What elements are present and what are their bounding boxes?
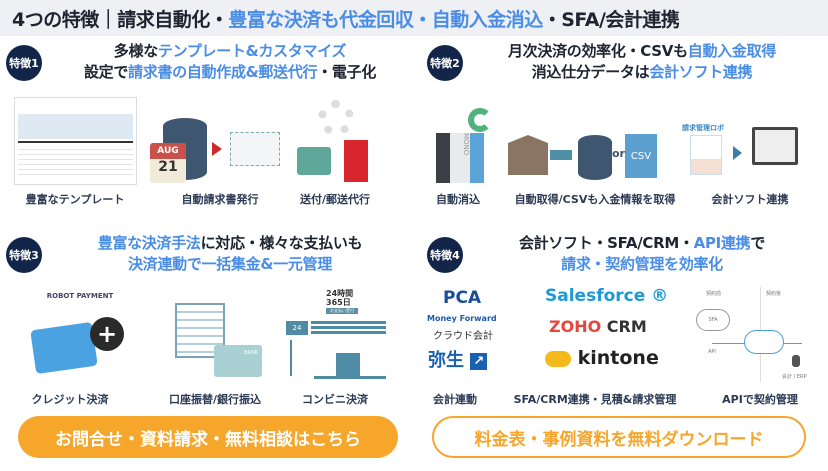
- feature-title-segment: 請求書の自動作成&郵送代行: [128, 63, 318, 81]
- mono-reconcile-image: MONO: [436, 133, 486, 183]
- title-prefix: 4つの特徴｜請求自動化・: [12, 8, 229, 31]
- feature-title-segment: ・電子化: [317, 63, 377, 81]
- cloud-kaikei-logo: クラウド会計: [433, 331, 493, 342]
- pricing-download-button[interactable]: 料金表・事例資料を無料ダウンロード: [432, 416, 806, 458]
- store-number: 24: [286, 321, 308, 335]
- feature-title-segment: 請求・契約管理を効率化: [561, 255, 723, 273]
- after-label: 契約後: [766, 291, 782, 297]
- feature-caption: SFA/CRM連携・見積&請求管理: [513, 393, 677, 406]
- feature-title-segment: 会計ソフト連携: [649, 63, 753, 81]
- monitor-icon: [752, 127, 798, 165]
- postbox-icon: [344, 140, 368, 182]
- feature-title-segment: 月次決済の効率化・CSVも: [507, 42, 688, 60]
- arrow-right-icon: [733, 146, 742, 160]
- gear-icon: [318, 100, 354, 136]
- page-title: 4つの特徴｜請求自動化・豊富な決済も代金回収・自動入金消込・SFA/会計連携: [0, 0, 828, 36]
- feature-caption: 自動取得/CSVも入金情報を取得: [514, 193, 676, 206]
- salesforce-logo: Salesforce ®: [545, 286, 669, 306]
- yayoi-logo: 弥生 ↗: [428, 346, 488, 372]
- sfa-cloud: SFA: [696, 309, 730, 331]
- feature-title-segment: に対応・様々な支払いも: [200, 234, 363, 252]
- invoice-template-image: [14, 97, 137, 185]
- feature-caption: 会計連動: [433, 393, 477, 406]
- erp-label: 会計 / ERP: [782, 374, 807, 380]
- feature-title-segment: 豊富な決済手法: [97, 234, 201, 252]
- before-label: 契約前: [706, 291, 722, 297]
- arrow-right-icon: [212, 142, 222, 156]
- hours-text: 24時間: [326, 289, 354, 298]
- feature-badge: 特徴4: [427, 237, 463, 273]
- feature-caption: クレジット決済: [31, 393, 109, 406]
- bank-card-icon: BANK: [214, 345, 262, 377]
- robot-payment-logo: ROBOT PAYMENT: [46, 292, 114, 300]
- or-label: or: [612, 147, 625, 160]
- zoho-crm-logo: ZOHO CRM: [549, 317, 647, 336]
- plus-icon: +: [90, 317, 124, 351]
- feature-caption: コンビニ決済: [302, 393, 368, 406]
- feature-caption: 口座振替/銀行振込: [168, 393, 262, 406]
- feature-title-segment: 決済連動で一括集金&一元管理: [128, 255, 332, 273]
- mono-label: MONO: [450, 133, 470, 183]
- pca-logo: PCA: [443, 288, 482, 308]
- feature-caption: 送付/郵送代行: [299, 193, 371, 206]
- feature-badge: 特徴2: [427, 45, 463, 81]
- store-sign: お支払い受付: [326, 308, 358, 314]
- kintone-text: kintone: [577, 347, 659, 369]
- envelope-icon: [230, 132, 280, 166]
- title-suffix: ・SFA/会計連携: [542, 8, 680, 31]
- moneyforward-logo: Money Forward: [427, 314, 497, 323]
- bank-building-icon: [508, 135, 548, 175]
- days-text: 365日: [326, 298, 351, 307]
- feature-caption: 豊富なテンプレート: [25, 193, 125, 206]
- database-icon: [578, 135, 612, 180]
- refresh-icon: [468, 108, 492, 132]
- arrow-right-icon: [550, 150, 572, 160]
- zoho-text: ZOHO: [549, 317, 602, 336]
- feature-caption: 自動消込: [436, 193, 480, 206]
- feature-title-segment: API連携: [693, 234, 751, 252]
- feature-title: 豊富な決済手法に対応・様々な支払いも決済連動で一括集金&一元管理: [40, 233, 420, 275]
- feature-caption: 自動請求書発行: [181, 193, 259, 206]
- crm-text: CRM: [606, 317, 647, 336]
- feature-title-segment: 多様な: [113, 42, 158, 60]
- yayoi-text: 弥生: [428, 350, 464, 371]
- calendar-month: AUG: [150, 143, 186, 159]
- api-diagram: 契約前 契約後 SFA API 会計 / ERP: [694, 287, 814, 387]
- feature-title: 月次決済の効率化・CSVも自動入金取得消込仕分データは会計ソフト連携: [462, 41, 822, 83]
- csv-file-icon: CSV: [625, 134, 657, 178]
- feature-title: 多様なテンプレート&カスタマイズ設定で請求書の自動作成&郵送代行・電子化: [40, 41, 420, 83]
- mail-icon: [297, 147, 331, 175]
- calendar-icon: AUG 21: [150, 143, 186, 183]
- calendar-day: 21: [158, 159, 178, 175]
- robo-brand-logo: 請求管理ロボ: [682, 124, 724, 132]
- contact-button[interactable]: お問合せ・資料請求・無料相談はこちら: [18, 416, 398, 458]
- feature-title-segment: で: [750, 234, 766, 252]
- feature-caption: APIで契約管理: [722, 393, 798, 406]
- kintone-logo: kintone: [545, 347, 659, 369]
- feature-title-segment: 消込仕分データは: [531, 63, 650, 81]
- feature-title: 会計ソフト・SFA/CRM・API連携で請求・契約管理を効率化: [462, 233, 822, 275]
- api-label: API: [708, 349, 716, 355]
- feature-caption: 会計ソフト連携: [711, 193, 789, 206]
- credit-card-icon: [30, 321, 98, 375]
- title-highlight: 豊富な決済も代金回収・自動入金消込: [228, 8, 543, 31]
- feature-badge: 特徴1: [6, 45, 42, 81]
- feature-title-segment: 自動入金取得: [687, 42, 777, 60]
- feature-title-segment: テンプレート&カスタマイズ: [157, 42, 347, 60]
- feature-title-segment: 会計ソフト・SFA/CRM・: [518, 234, 694, 252]
- convenience-store-icon: 24: [286, 318, 386, 380]
- feature-badge: 特徴3: [6, 237, 42, 273]
- report-chart-icon: [690, 135, 722, 175]
- feature-title-segment: 設定で: [83, 63, 129, 81]
